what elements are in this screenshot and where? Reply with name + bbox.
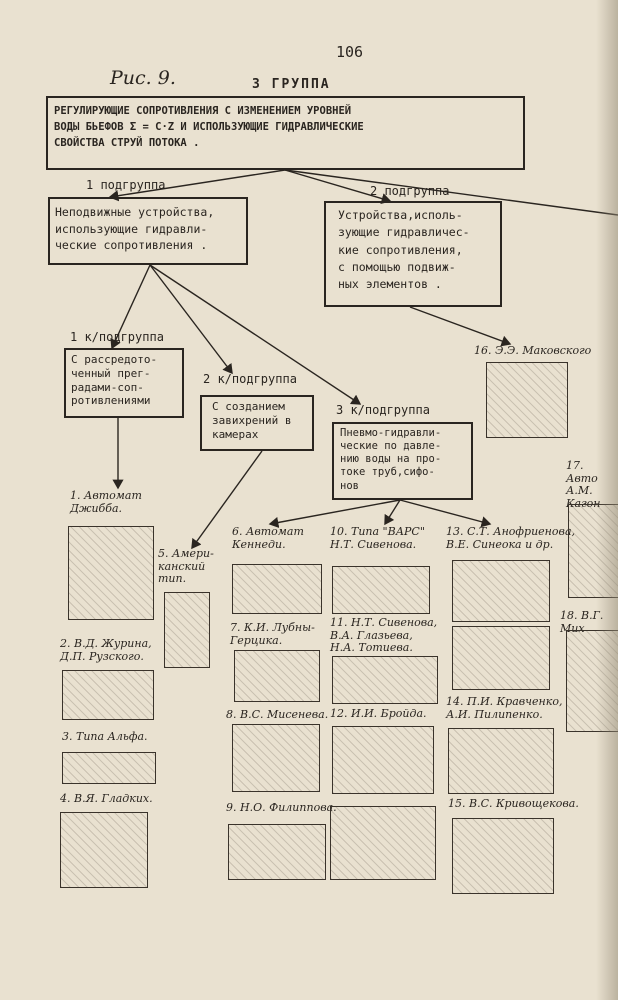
device-11-caption: 11. Н.Т. Сивенова, В.А. Глазьева, Н.А. Т… <box>330 616 438 655</box>
device-6-sketch <box>232 564 322 614</box>
device-9-caption: 9. Н.О. Филиппова. <box>226 801 337 814</box>
device-9-sketch <box>228 824 326 880</box>
ksubgroup-1-box: С рассредото- ченный прег- радами-соп- р… <box>64 348 184 418</box>
device-13-sketch <box>452 560 550 622</box>
subgroup-1-box: Неподвижные устройства, использующие гид… <box>48 197 248 265</box>
link-k3-d6 <box>268 499 401 528</box>
subgroup-2-box: Устройства,исполь- зующие гидравличес- к… <box>324 201 502 307</box>
link-k3-d13 <box>399 499 492 528</box>
device-13b-sketch <box>452 626 550 690</box>
main-group-box: РЕГУЛИРУЮЩИЕ СОПРОТИВЛЕНИЯ С ИЗМЕНЕНИЕМ … <box>46 96 525 170</box>
link-k3-d10 <box>384 499 401 526</box>
device-7-caption: 7. К.И. Лубны- Герцика. <box>230 621 315 647</box>
device-12-caption: 12. И.И. Бройда. <box>330 707 427 720</box>
device-1-sketch <box>68 526 154 620</box>
subgroup-2-label: 2 подгруппа <box>370 184 450 198</box>
ksubgroup-2-label: 2 к/подгруппа <box>203 372 297 386</box>
device-8-caption: 8. В.С. Мисенева. <box>226 708 329 721</box>
device-6-caption: 6. Автомат Кеннеди. <box>232 525 304 551</box>
device-1-caption: 1. Автомат Джибба. <box>70 489 142 515</box>
link-main-sub1 <box>108 169 286 202</box>
link-sub1-k3 <box>149 264 362 405</box>
device-2-caption: 2. В.Д. Журина, Д.П. Рузского. <box>60 637 152 663</box>
device-3-sketch <box>62 752 156 784</box>
device-10-caption: 10. Типа "ВАРС" Н.Т. Сивенова. <box>330 525 425 551</box>
device-14-caption: 14. П.И. Кравченко, А.И. Пилипенко. <box>446 695 563 721</box>
device-17-caption: 17. Авто А.М. Кагон <box>566 459 601 509</box>
ksubgroup-1-text: С рассредото- ченный прег- радами-соп- р… <box>71 353 158 408</box>
device-5-caption: 5. Амери- канский тип. <box>158 547 214 586</box>
ksubgroup-3-label: 3 к/подгруппа <box>336 403 430 417</box>
subgroup-1-label: 1 подгруппа <box>86 178 166 192</box>
link-sub1-k2 <box>149 264 233 375</box>
link-sub1-k1 <box>110 264 151 350</box>
device-15-sketch <box>452 818 554 894</box>
ksubgroup-3-box: Пневмо-гидравли- ческие по давле- нию во… <box>332 422 473 500</box>
main-group-text: РЕГУЛИРУЮЩИЕ СОПРОТИВЛЕНИЯ С ИЗМЕНЕНИЕМ … <box>54 105 364 149</box>
device-12-sketch <box>332 726 434 794</box>
link-main-sub2 <box>284 169 392 204</box>
device-7-sketch <box>234 650 320 702</box>
device-2-sketch <box>62 670 154 720</box>
link-main-right <box>284 169 618 216</box>
device-3-caption: 3. Типа Альфа. <box>62 730 148 743</box>
subgroup-1-text: Неподвижные устройства, использующие гид… <box>55 205 215 253</box>
device-8-sketch <box>232 724 320 792</box>
device-4-sketch <box>60 812 148 888</box>
ksubgroup-1-label: 1 к/подгруппа <box>70 330 164 344</box>
ksubgroup-2-box: С созданием завихрений в камерах <box>200 395 314 451</box>
device-12b-sketch <box>330 806 436 880</box>
page-number: 106 <box>336 43 364 61</box>
link-sub2-d16 <box>409 306 512 347</box>
page-edge-shadow <box>596 0 618 1000</box>
device-10-sketch <box>332 566 430 614</box>
device-16-caption: 16. Э.Э. Маковского <box>474 344 592 357</box>
group-title: 3 ГРУППА <box>252 77 331 92</box>
subgroup-2-text: Устройства,исполь- зующие гидравличес- к… <box>338 208 470 291</box>
ksubgroup-2-text: С созданием завихрений в камерах <box>212 400 292 441</box>
device-13-caption: 13. С.Т. Анофриенова, В.Е. Синеока и др. <box>446 525 576 551</box>
device-11-sketch <box>332 656 438 704</box>
link-k2-d5 <box>191 450 263 550</box>
device-5-sketch <box>164 592 210 668</box>
ksubgroup-3-text: Пневмо-гидравли- ческие по давле- нию во… <box>340 427 442 492</box>
device-16-sketch <box>486 362 568 438</box>
device-4-caption: 4. В.Я. Гладких. <box>60 792 153 805</box>
figure-label: Рис. 9. <box>110 67 176 89</box>
device-14-sketch <box>448 728 554 794</box>
device-15-caption: 15. В.С. Кривощекова. <box>448 797 579 810</box>
